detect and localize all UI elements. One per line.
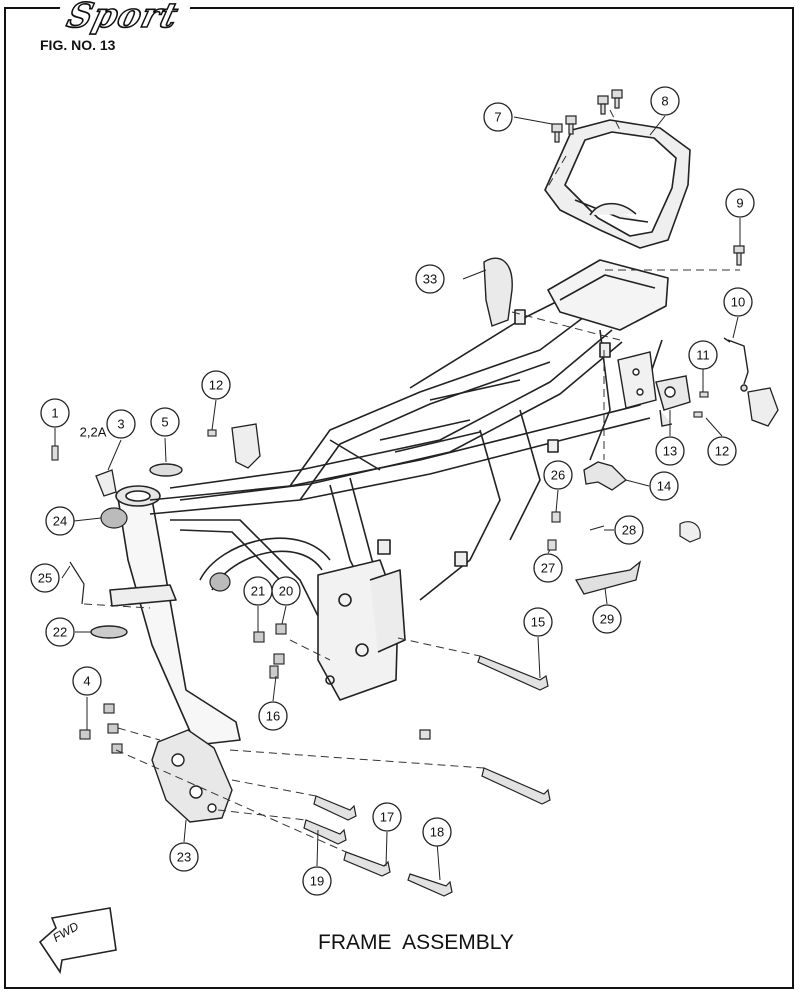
callout-circle [650,86,680,116]
side-cover-33 [483,257,513,327]
callout-circle [30,563,60,593]
callout-circle [592,604,622,634]
callout-circle [45,506,75,536]
callout-label-13: 13 [663,444,677,459]
nuts-4 [79,703,123,754]
rear-end-bracket [747,387,779,427]
mount-plate-23 [151,729,233,823]
seat-latch-13 [655,375,691,427]
page-border [4,7,794,989]
callout-label-25: 25 [38,571,52,586]
callout-group: 1 2,2A 3 4 5 7 8 9 10 11 12 12 13 14 15 16 17 18 19 20 21 22 2… [30,86,755,896]
callout-label-18: 18 [430,825,444,840]
alignment-lines [83,109,740,853]
bracket-3 [95,469,117,497]
leader-lines [54,115,741,881]
callout-label-29: 29 [600,612,614,627]
callout-label-12: 12 [209,378,223,393]
callout-label-20: 20 [279,584,293,599]
callout-label-19: 19 [310,874,324,889]
callout-circle [725,188,755,218]
brand-logo: Sport [53,0,193,37]
callout-circle [483,102,513,132]
callout-circle [543,460,573,490]
callout-circle [201,370,231,400]
figure-number: FIG. NO. 13 [40,37,116,53]
bolt-12-left [207,429,217,437]
callout-circle [150,407,180,437]
callout-label-26: 26 [551,468,565,483]
callout-label-4: 4 [83,674,90,689]
callout-label-3: 3 [117,417,124,432]
callout-circle [415,264,445,294]
long-bolts [303,655,551,897]
callout-circle [40,398,70,428]
callout-circle [243,576,273,606]
callout-label-1: 1 [51,406,58,421]
ring-22 [90,625,128,639]
grab-rail [544,119,691,249]
rail-bolts [551,89,623,143]
callout-label-7: 7 [494,110,501,125]
nuts-16-21 [253,623,287,679]
callout-label-17: 17 [380,810,394,825]
callout-label-27: 27 [541,561,555,576]
callout-circle [258,701,288,731]
callout-circle [72,666,102,696]
main-frame [109,259,669,746]
callout-circle [169,842,199,872]
bolt-9 [733,245,745,266]
callout-label-14: 14 [657,479,671,494]
callout-label-5: 5 [161,415,168,430]
callout-circle [614,515,644,545]
callout-circle [533,553,563,583]
callout-label-24: 24 [53,514,67,529]
cable-10 [723,337,749,392]
bearing-24 [100,507,128,529]
callout-circle [302,866,332,896]
callout-label-10: 10 [731,295,745,310]
callout-label-22: 22 [53,625,67,640]
callout-label-21: 21 [251,584,265,599]
callout-circle [707,436,737,466]
fwd-arrow-icon [38,907,117,975]
callout-label-15: 15 [531,615,545,630]
callout-label-9: 9 [736,196,743,211]
diagram-title: FRAME ASSEMBLY [318,931,514,954]
callout-circle [723,287,753,317]
lock-29 [574,560,642,595]
callout-circle [649,471,679,501]
callout-circle [655,436,685,466]
callout-circle [372,802,402,832]
ring-5 [149,463,183,477]
callout-label-23: 23 [177,850,191,865]
small-parts-26-28 [547,511,605,551]
callout-label-16: 16 [266,709,280,724]
small-bolts-11-12 [693,391,709,418]
bearing-lower [209,572,231,592]
callout-circle [523,607,553,637]
rear-bracket-plate [617,351,657,409]
screw-1 [51,445,59,461]
lock-cap [679,521,701,543]
callout-label-8: 8 [661,94,668,109]
callout-circle [422,817,452,847]
callout-circle [45,617,75,647]
callout-label-2-2A: 2,2A [80,425,107,440]
callout-label-12: 12 [715,444,729,459]
bracket-12 [231,423,261,469]
callout-label-28: 28 [622,523,636,538]
callout-circle [106,409,136,439]
callout-label-11: 11 [696,348,710,363]
callout-circle [688,340,718,370]
callout-label-33: 33 [423,272,437,287]
lever-14 [583,461,628,491]
wire-25 [69,561,85,605]
